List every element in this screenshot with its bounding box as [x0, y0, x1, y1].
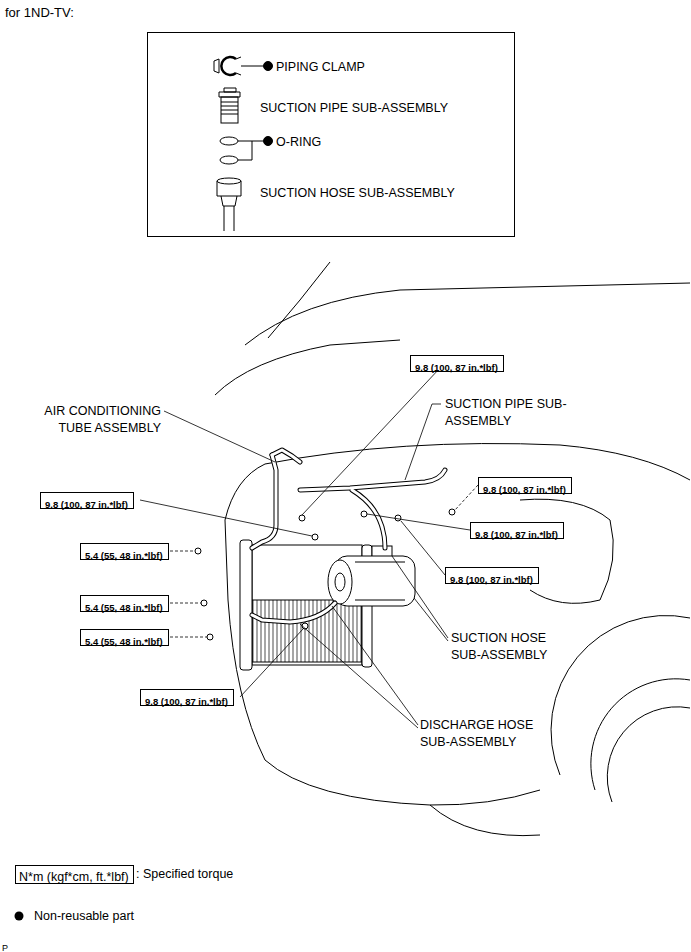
torque-callout: 9.8 (100, 87 in.*lbf) — [40, 492, 134, 509]
legend-text: Non-reusable part — [34, 908, 134, 924]
torque-callout: 9.8 (100, 87 in.*lbf) — [470, 522, 564, 539]
torque-callout: 5.4 (55, 48 in.*lbf) — [80, 629, 169, 646]
torque-format-box: N*m (kgf*cm, ft.*lbf) — [15, 865, 134, 884]
torque-callout: 9.8 (100, 87 in.*lbf) — [410, 355, 504, 372]
torque-callout: 5.4 (55, 48 in.*lbf) — [80, 543, 169, 560]
torque-callout: 5.4 (55, 48 in.*lbf) — [80, 595, 169, 612]
torque-value: N*m (kgf*cm, ft.*lbf) — [19, 870, 129, 885]
torque-value: 9.8 (100, 87 in.*lbf) — [145, 695, 228, 708]
torque-callout: 9.8 (100, 87 in.*lbf) — [478, 477, 572, 494]
part-name: PIPING CLAMP — [276, 60, 365, 75]
parts-icons — [214, 57, 273, 231]
torque-callout: 9.8 (100, 87 in.*lbf) — [140, 689, 234, 706]
part-name: O-RING — [276, 135, 321, 150]
torque-value: 9.8 (100, 87 in.*lbf) — [450, 573, 533, 586]
parts-list-box: PIPING CLAMP SUCTION PIPE SUB-ASSEMBLY O-R… — [147, 32, 515, 237]
refrigerant-pipes — [252, 450, 445, 622]
model-heading: for 1ND-TV: — [5, 5, 74, 20]
torque-value: 9.8 (100, 87 in.*lbf) — [415, 361, 498, 374]
torque-value: 5.4 (55, 48 in.*lbf) — [85, 601, 163, 614]
torque-value: 5.4 (55, 48 in.*lbf) — [85, 635, 163, 648]
torque-value: 9.8 (100, 87 in.*lbf) — [45, 498, 128, 511]
bullet-mark — [12, 909, 26, 923]
compressor — [328, 546, 415, 606]
car-body — [215, 262, 690, 836]
torque-value: 9.8 (100, 87 in.*lbf) — [475, 528, 558, 541]
torque-callout: 9.8 (100, 87 in.*lbf) — [445, 567, 539, 584]
leader-lines — [140, 368, 478, 728]
part-label: DISCHARGE HOSE SUB-ASSEMBLY — [420, 717, 548, 751]
page-mark: P — [2, 940, 8, 952]
part-name: SUCTION PIPE SUB-ASSEMBLY — [260, 101, 448, 116]
part-label: SUCTION HOSE SUB-ASSEMBLY — [451, 630, 563, 664]
legend-text: : Specified torque — [136, 866, 233, 883]
torque-value: 5.4 (55, 48 in.*lbf) — [85, 549, 163, 562]
bolts — [195, 509, 455, 640]
part-label: SUCTION PIPE SUB-ASSEMBLY — [445, 396, 573, 430]
legend-row: Non-reusable part — [12, 908, 134, 924]
torque-value: 9.8 (100, 87 in.*lbf) — [483, 483, 566, 496]
part-name: SUCTION HOSE SUB-ASSEMBLY — [260, 186, 455, 201]
part-label: AIR CONDITIONING TUBE ASSEMBLY — [31, 403, 161, 437]
